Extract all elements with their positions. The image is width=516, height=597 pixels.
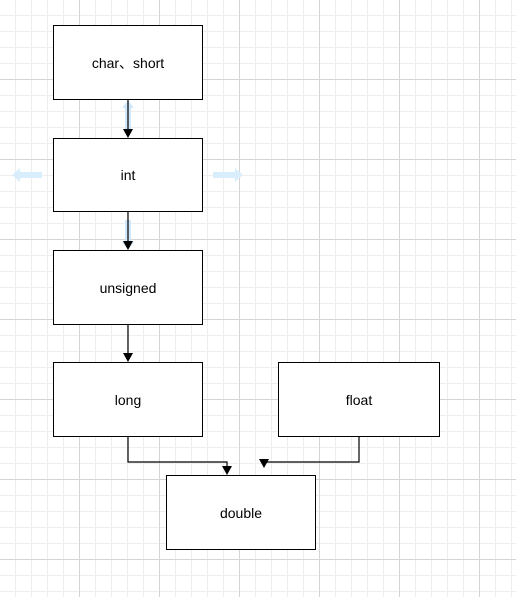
arrowhead-icon xyxy=(123,241,133,250)
edge-long-double[interactable] xyxy=(127,437,228,467)
node-label: int xyxy=(120,167,136,183)
node-unsigned[interactable]: unsigned xyxy=(53,250,203,325)
arrowhead-icon xyxy=(123,353,133,362)
arrow-down-icon[interactable] xyxy=(122,220,134,250)
node-char-short[interactable]: char、short xyxy=(53,25,203,100)
arrowhead-icon xyxy=(259,459,269,468)
node-label: unsigned xyxy=(99,279,157,296)
node-label: char、short xyxy=(91,54,165,71)
node-label: float xyxy=(345,391,373,408)
arrowhead-icon xyxy=(222,466,232,475)
arrow-up-icon[interactable] xyxy=(122,100,134,130)
node-float[interactable]: float xyxy=(278,362,440,437)
arrow-left-icon[interactable] xyxy=(12,168,42,182)
edge-float-double[interactable] xyxy=(263,437,360,467)
arrow-right-icon[interactable] xyxy=(213,168,243,182)
node-long[interactable]: long xyxy=(53,362,203,437)
arrowhead-icon xyxy=(123,129,133,138)
node-double[interactable]: double xyxy=(166,475,316,550)
node-label: long xyxy=(114,391,142,408)
node-label: double xyxy=(219,504,263,521)
node-int[interactable]: int xyxy=(53,138,203,212)
